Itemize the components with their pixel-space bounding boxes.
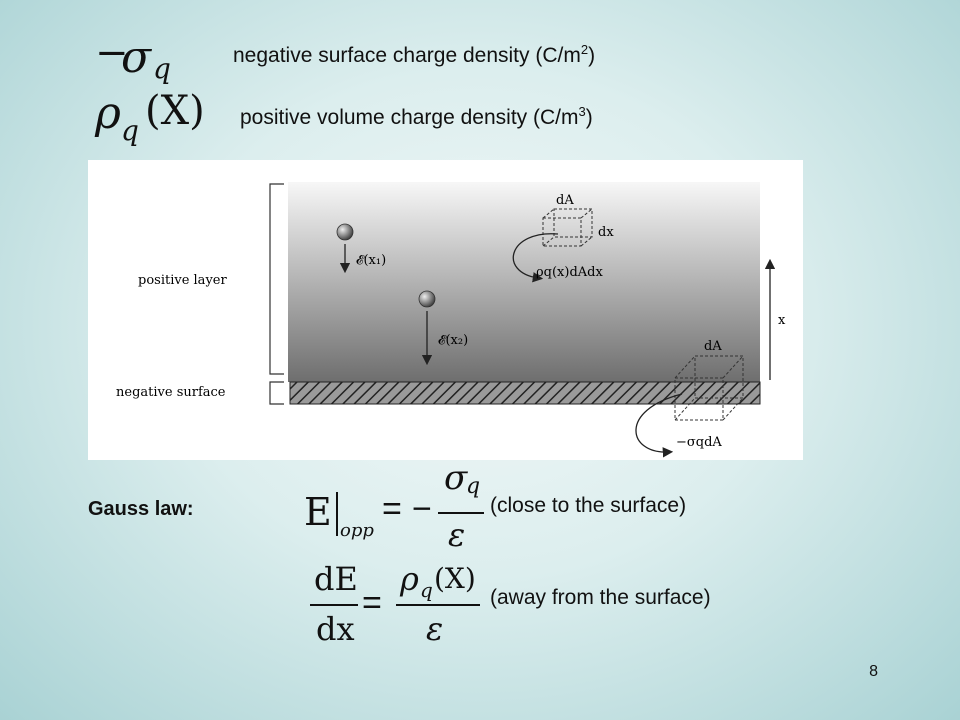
eq1-numerator: σ — [444, 458, 468, 498]
eq2-lhs-denominator: dx — [316, 610, 355, 648]
eq1-note: (close to the surface) — [490, 494, 687, 517]
eq1-lhs: E — [304, 490, 332, 534]
surface-charge-label: −σqdA — [676, 435, 722, 450]
negative-surface-bracket — [269, 381, 284, 405]
positive-layer-label: positive layer — [138, 273, 227, 288]
eq2-note: (away from the surface) — [490, 586, 711, 609]
dA-bottom-label: dA — [704, 339, 722, 354]
positive-layer-bracket — [269, 183, 284, 375]
eq2-equals: = — [362, 584, 382, 622]
gauss-law-title: Gauss law: — [88, 498, 194, 520]
eq2-denominator: ε — [426, 610, 444, 648]
negative-surface-label: negative surface — [116, 385, 226, 400]
eq2-numerator: ρ — [400, 560, 419, 598]
volume-charge-curve-arrow — [512, 233, 559, 283]
x-axis-label: x — [778, 313, 786, 328]
sigma-symbol: σ — [121, 32, 152, 83]
sigma-description: negative surface charge density (C/m2) — [233, 42, 596, 67]
rho-symbol: ρ — [95, 88, 121, 139]
eq1-lhs-subscript: opp — [340, 520, 374, 541]
positive-layer-region — [288, 182, 760, 382]
surface-charge-curve-arrow — [635, 393, 683, 458]
volume-charge-label: ρq(x)dAdx — [536, 265, 603, 280]
charge-layer-figure: positive layer negative surface 𝓔(x₁) 𝓔(… — [88, 160, 803, 460]
charge-ball-2 — [418, 290, 436, 308]
eq2-numerator-subscript: q — [420, 578, 433, 602]
field1-label: 𝓔(x₁) — [356, 253, 386, 268]
eq1-eval-bar — [336, 492, 338, 536]
eq2-lhs-fraction-bar — [310, 604, 358, 606]
sigma-subscript: q — [153, 52, 171, 85]
eq2-lhs-numerator: dE — [314, 560, 358, 598]
eq1-fraction-bar — [438, 512, 484, 514]
rho-argument: (X) — [145, 88, 205, 134]
eq1-numerator-subscript: q — [466, 474, 481, 499]
definition-rho: ρ q (X) positive volume charge density (… — [95, 88, 795, 148]
eq2-numerator-argument: (X) — [434, 562, 476, 595]
negative-surface-region — [289, 381, 761, 405]
page-number: 8 — [869, 663, 878, 680]
eq1-denominator: ε — [448, 516, 466, 554]
rho-description: positive volume charge density (C/m3) — [240, 104, 593, 129]
dx-label: dx — [598, 225, 614, 240]
volume-element-cube — [542, 208, 593, 247]
eq1-minus: − — [412, 490, 432, 528]
gauss-equation-surface: E opp = − σ q ε (close to the surface) — [300, 458, 760, 554]
gauss-equation-bulk: dE dx = ρ q (X) ε (away from the surface… — [300, 560, 780, 660]
charge-ball-1 — [336, 223, 354, 241]
figure-svg: positive layer negative surface 𝓔(x₁) 𝓔(… — [116, 182, 786, 458]
sigma-minus: − — [95, 30, 129, 76]
eq2-fraction-bar — [396, 604, 480, 606]
eq1-equals: = — [382, 490, 402, 528]
definition-sigma: − σ q negative surface charge density (C… — [95, 30, 795, 85]
rho-subscript: q — [121, 114, 139, 147]
field2-label: 𝓔(x₂) — [438, 333, 468, 348]
dA-top-label: dA — [556, 193, 574, 208]
